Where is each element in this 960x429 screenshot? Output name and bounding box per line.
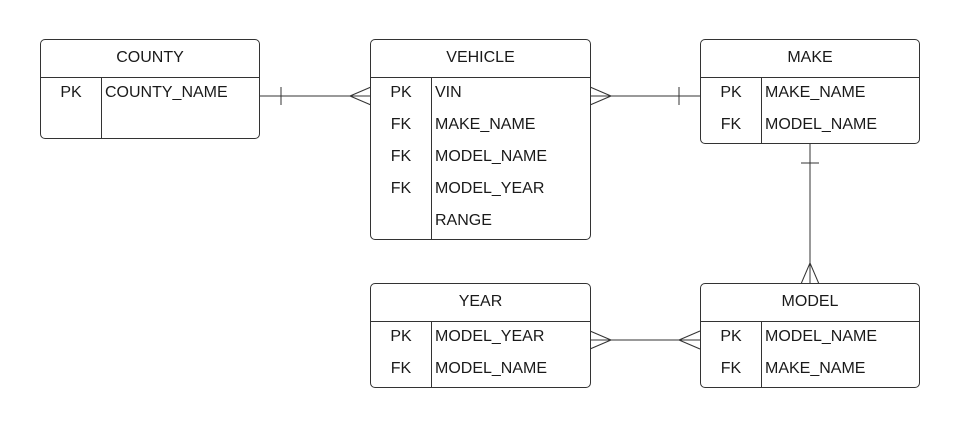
attribute-row: PK COUNTY_NAME: [41, 78, 259, 110]
make-model-relationship: [800, 144, 820, 285]
key-label: FK: [390, 116, 412, 133]
attribute-row: FK MAKE_NAME: [371, 110, 590, 142]
field-name: MAKE_NAME: [435, 116, 536, 133]
attribute-row: PK MODEL_YEAR: [371, 322, 590, 354]
entity-title: COUNTY: [41, 40, 259, 78]
attribute-row: PK MODEL_NAME: [701, 322, 919, 354]
field-name: MAKE_NAME: [765, 360, 866, 377]
key-label: PK: [390, 328, 412, 345]
entity-make[interactable]: MAKE PK MAKE_NAME FK MODEL_NAME: [700, 39, 920, 144]
attribute-row: PK MAKE_NAME: [701, 78, 919, 110]
vehicle-make-relationship: [589, 86, 700, 106]
key-label: PK: [390, 84, 412, 101]
attribute-row: FK MODEL_NAME: [371, 354, 590, 386]
column-divider: [431, 78, 432, 239]
key-label: PK: [720, 84, 742, 101]
entity-attributes: PK MAKE_NAME FK MODEL_NAME: [701, 78, 919, 143]
key-label: FK: [390, 180, 412, 197]
attribute-row: PK VIN: [371, 78, 590, 110]
entity-title: MODEL: [701, 284, 919, 322]
entity-title: VEHICLE: [371, 40, 590, 78]
attribute-row: FK MODEL_NAME: [371, 142, 590, 174]
entity-attributes: PK COUNTY_NAME: [41, 78, 259, 138]
entity-county[interactable]: COUNTY PK COUNTY_NAME: [40, 39, 260, 139]
key-label: PK: [720, 328, 742, 345]
key-label: FK: [390, 148, 412, 165]
field-name: RANGE: [435, 212, 492, 229]
field-name: MAKE_NAME: [765, 84, 866, 101]
attribute-row: FK MAKE_NAME: [701, 354, 919, 386]
field-name: COUNTY_NAME: [105, 84, 228, 101]
entity-title: YEAR: [371, 284, 590, 322]
entity-model[interactable]: MODEL PK MODEL_NAME FK MAKE_NAME: [700, 283, 920, 388]
county-vehicle-relationship: [260, 86, 372, 106]
attribute-row: FK MODEL_NAME: [701, 110, 919, 142]
key-label: FK: [390, 360, 412, 377]
field-name: MODEL_YEAR: [435, 180, 545, 197]
column-divider: [101, 78, 102, 138]
attribute-row: RANGE: [371, 206, 590, 238]
field-name: MODEL_NAME: [435, 360, 548, 377]
year-model-relationship: [589, 330, 701, 350]
field-name: MODEL_NAME: [765, 116, 878, 133]
field-name: MODEL_YEAR: [435, 328, 545, 345]
field-name: MODEL_NAME: [765, 328, 878, 345]
column-divider: [431, 322, 432, 387]
entity-attributes: PK VIN FK MAKE_NAME FK MODEL_NAME FK MOD…: [371, 78, 590, 239]
entity-title: MAKE: [701, 40, 919, 78]
entity-attributes: PK MODEL_YEAR FK MODEL_NAME: [371, 322, 590, 387]
entity-year[interactable]: YEAR PK MODEL_YEAR FK MODEL_NAME: [370, 283, 591, 388]
entity-attributes: PK MODEL_NAME FK MAKE_NAME: [701, 322, 919, 387]
field-name: MODEL_NAME: [435, 148, 548, 165]
column-divider: [761, 322, 762, 387]
key-label: FK: [720, 360, 742, 377]
column-divider: [761, 78, 762, 143]
attribute-row: FK MODEL_YEAR: [371, 174, 590, 206]
field-name: VIN: [435, 84, 462, 101]
key-label: PK: [60, 84, 82, 101]
entity-vehicle[interactable]: VEHICLE PK VIN FK MAKE_NAME FK MODEL_NAM…: [370, 39, 591, 240]
key-label: FK: [720, 116, 742, 133]
